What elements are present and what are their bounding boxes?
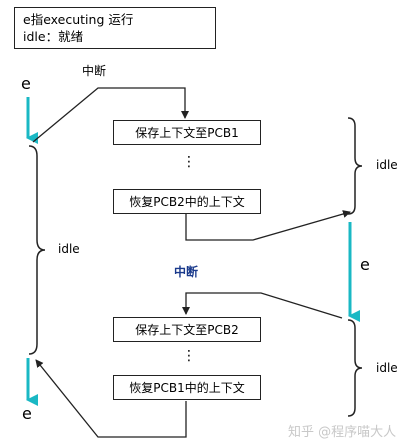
restore-context-pcb2-box: 恢复PCB2中的上下文 xyxy=(113,189,261,214)
interrupt-arrow-top xyxy=(32,87,189,143)
interrupt-label-middle: 中断 xyxy=(174,265,199,279)
legend-line-idle: idle：就绪 xyxy=(23,29,84,44)
legend-line-executing: e指executing 运行 xyxy=(23,12,134,27)
save-context-pcb1-box: 保存上下文至PCB1 xyxy=(113,120,261,145)
left-idle-brace xyxy=(28,145,46,355)
ellipsis-bottom: ⋮ xyxy=(182,348,196,364)
right-exec-label: e xyxy=(360,255,370,274)
right-idle-label-top: idle xyxy=(376,158,398,172)
right-idle-brace-top xyxy=(347,117,363,215)
ellipsis-top: ⋮ xyxy=(182,154,196,170)
interrupt-label-top: 中断 xyxy=(82,64,107,78)
interrupt-arrow-right xyxy=(182,292,343,319)
switch-arrow-to-left xyxy=(35,359,187,438)
legend-box: e指executing 运行 idle：就绪 xyxy=(14,7,216,49)
right-idle-brace-bottom xyxy=(347,319,363,417)
left-exec-label-bottom: e xyxy=(22,404,32,423)
save-context-pcb2-box: 保存上下文至PCB2 xyxy=(113,317,261,342)
right-idle-label-bottom: idle xyxy=(376,361,398,375)
switch-arrow-to-right xyxy=(185,210,351,241)
left-exec-label-top: e xyxy=(21,74,31,93)
watermark-text: 知乎 @程序喵大人 xyxy=(288,425,397,440)
left-idle-label: idle xyxy=(58,242,80,256)
restore-context-pcb1-box: 恢复PCB1中的上下文 xyxy=(113,375,261,400)
